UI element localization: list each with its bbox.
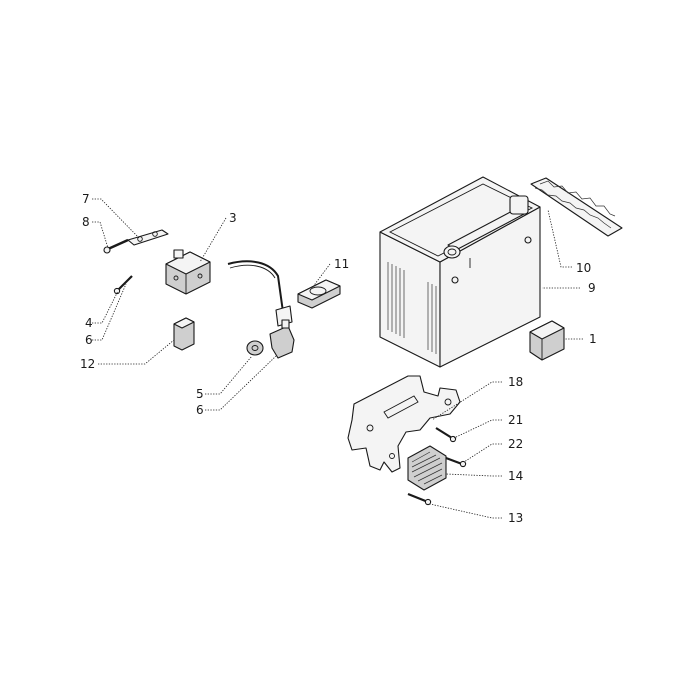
callout-8: 8 (82, 215, 90, 229)
rectifier (407, 445, 447, 491)
callout-9: 9 (588, 281, 596, 295)
fuse (297, 279, 341, 309)
rubber-cover (529, 320, 565, 361)
wire-harness (227, 260, 295, 359)
callout-6-lower: 6 (196, 403, 204, 417)
mounting-plate (347, 375, 461, 473)
callout-12: 12 (80, 357, 95, 371)
leader-lines (92, 198, 583, 519)
callout-10: 10 (576, 261, 591, 275)
callout-1: 1 (589, 332, 597, 346)
callouts: 1 3 4 5 6 6 7 8 9 10 11 12 13 14 18 21 2… (80, 192, 597, 525)
connector-block (173, 317, 195, 351)
battery (379, 176, 541, 368)
callout-14: 14 (508, 469, 523, 483)
callout-13: 13 (508, 511, 523, 525)
callout-6-upper: 6 (85, 333, 93, 347)
callout-18: 18 (508, 375, 523, 389)
battery-strap (530, 177, 623, 237)
relay-assembly (103, 229, 211, 295)
screws (407, 427, 467, 506)
callout-11: 11 (334, 257, 349, 271)
callout-7: 7 (82, 192, 90, 206)
callout-3: 3 (229, 211, 237, 225)
callout-4: 4 (85, 316, 93, 330)
callout-5: 5 (196, 387, 204, 401)
callout-21: 21 (508, 413, 523, 427)
callout-22: 22 (508, 437, 523, 451)
